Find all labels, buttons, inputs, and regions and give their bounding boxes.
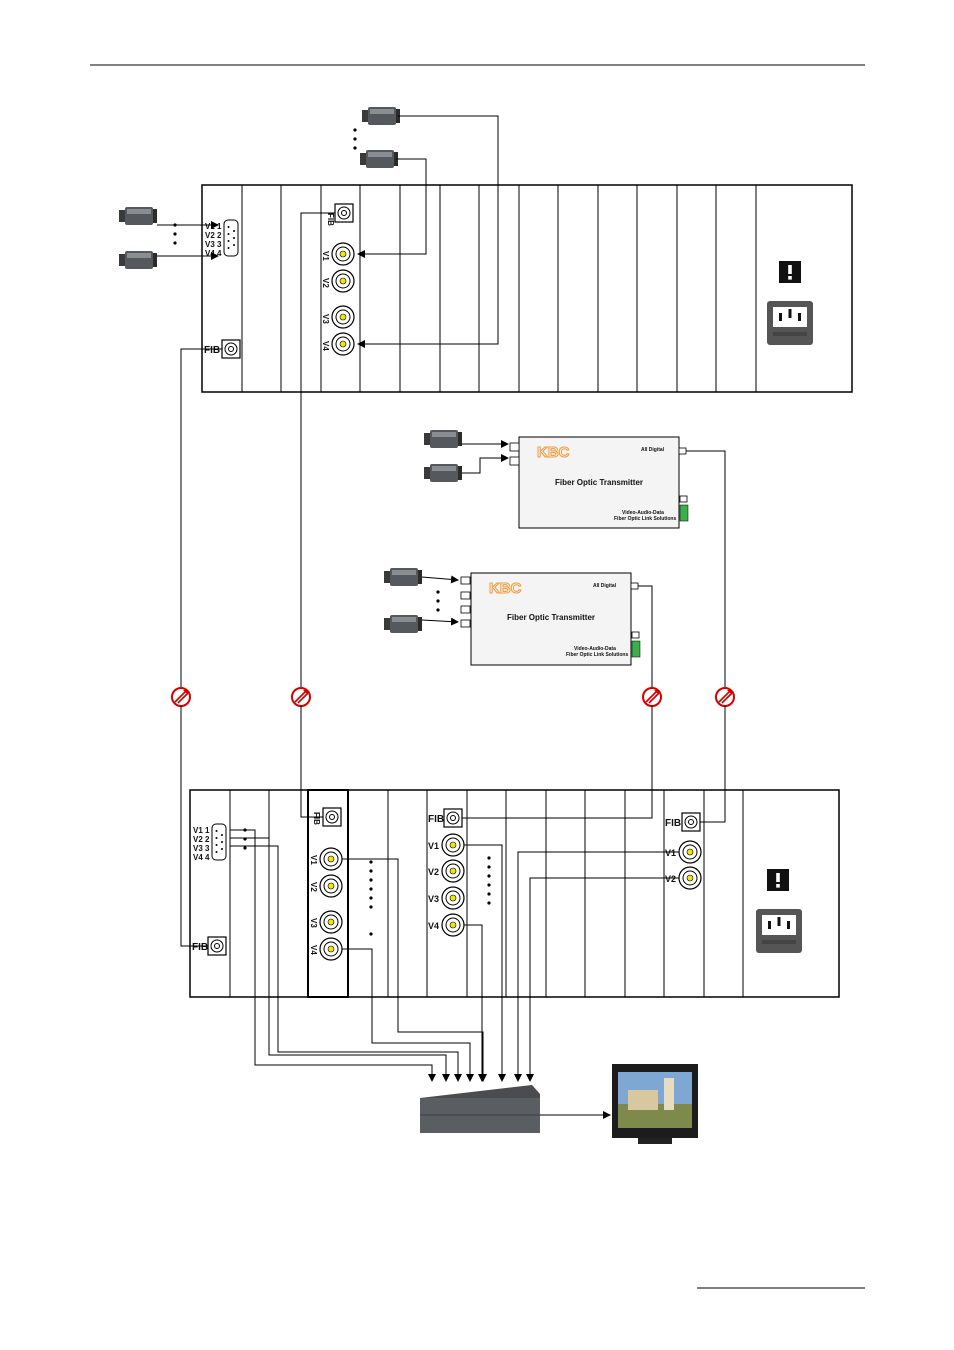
pinout-label-2: V2 2 [193, 835, 210, 844]
bnc-connector-icon [441, 913, 465, 937]
power-inlet-icon [767, 301, 813, 345]
bnc-connector-icon [331, 332, 355, 356]
brand-logo: KBC [537, 444, 570, 461]
bnc-connector-icon [441, 859, 465, 883]
bnc-connector-icon [331, 305, 355, 329]
camera-icon [119, 207, 157, 225]
transmitter-footer-line1: Video-Audio-Data [622, 510, 664, 516]
warning-icon [779, 261, 801, 283]
fib-port-icon [443, 808, 463, 828]
pinout-label-1: V1 1 [205, 222, 222, 231]
transmitter-corner: All Digital [593, 583, 617, 589]
fiber-optic-icon [171, 687, 191, 707]
bnc-connector-icon [441, 833, 465, 857]
fib-label: FIB [204, 345, 220, 356]
fib-label: FIB [192, 942, 208, 953]
fib-label: FIB [326, 213, 335, 226]
ellipsis-dots [173, 223, 177, 245]
bnc-connector-icon [319, 937, 343, 961]
transmitter-title: Fiber Optic Transmitter [507, 613, 595, 622]
pinout-label-2: V2 2 [205, 231, 222, 240]
db9-connector-icon [223, 219, 239, 257]
transmitter-corner: All Digital [641, 447, 665, 453]
pinout-label-3: V3 3 [205, 240, 222, 249]
transmitter-footer-line2: Fiber Optic Link Solutions [566, 652, 628, 658]
transmitter-box [460, 572, 641, 666]
port-label-v4: V4 [309, 945, 318, 955]
camera-icon [384, 615, 422, 633]
port-label-v4: V4 [428, 921, 439, 931]
output-wiring [230, 829, 679, 1119]
pinout-label-4: V4 4 [205, 249, 222, 258]
bnc-connector-icon [319, 847, 343, 871]
port-label-v2: V2 [309, 882, 318, 892]
camera-icon [360, 150, 398, 168]
camera-icon [119, 251, 157, 269]
port-label-v3: V3 [309, 918, 318, 928]
port-label-v1: V1 [321, 251, 330, 261]
fib-label: FIB [665, 818, 681, 829]
port-label-v1: V1 [665, 848, 676, 858]
brand-logo: KBC [489, 580, 522, 597]
db9-connector-icon [211, 823, 227, 861]
fiber-optic-icon [715, 687, 735, 707]
bnc-connector-icon [678, 840, 702, 864]
transmitter-footer-line2: Fiber Optic Link Solutions [614, 516, 676, 522]
port-label-v4: V4 [321, 341, 330, 351]
bnc-connector-icon [678, 866, 702, 890]
pinout-label-3: V3 3 [193, 844, 210, 853]
fib-port-icon [334, 203, 354, 223]
fib-port-icon [681, 812, 701, 832]
port-label-v2: V2 [321, 278, 330, 288]
fiber-wiring-bottom [180, 706, 726, 947]
fib-label: FIB [312, 812, 321, 825]
transmitter-wiring [421, 440, 726, 690]
monitor-icon [612, 1064, 698, 1144]
transmitter-box [509, 436, 689, 529]
camera-icon [424, 430, 462, 448]
top-wiring [157, 115, 499, 690]
bnc-connector-icon [331, 269, 355, 293]
port-label-v3: V3 [321, 314, 330, 324]
fiber-optic-icon [642, 687, 662, 707]
fib-port-icon [322, 807, 342, 827]
bnc-connector-icon [331, 242, 355, 266]
fiber-optic-icon [291, 687, 311, 707]
pinout-label-4: V4 4 [193, 853, 210, 862]
pinout-label-1: V1 1 [193, 826, 210, 835]
ellipsis-dots [353, 128, 357, 150]
port-label-v3: V3 [428, 894, 439, 904]
port-label-v1: V1 [309, 855, 318, 865]
power-inlet-icon [756, 909, 802, 953]
bottom-rack [189, 789, 840, 998]
video-switcher-icon [420, 1085, 540, 1133]
fib-port-icon [207, 936, 227, 956]
camera-icon [384, 568, 422, 586]
warning-icon [767, 869, 789, 891]
transmitter-title: Fiber Optic Transmitter [555, 478, 643, 487]
fib-port-icon [221, 339, 241, 359]
top-rack [201, 184, 853, 393]
bnc-connector-icon [319, 910, 343, 934]
bnc-connector-icon [319, 874, 343, 898]
port-label-v2: V2 [428, 867, 439, 877]
camera-icon [424, 464, 462, 482]
ellipsis-dots [436, 590, 440, 612]
camera-icon [362, 107, 400, 125]
port-label-v2: V2 [665, 874, 676, 884]
transmitter-footer-line1: Video-Audio-Data [574, 646, 616, 652]
bnc-connector-icon [441, 886, 465, 910]
port-label-v1: V1 [428, 841, 439, 851]
fib-label: FIB [428, 814, 444, 825]
